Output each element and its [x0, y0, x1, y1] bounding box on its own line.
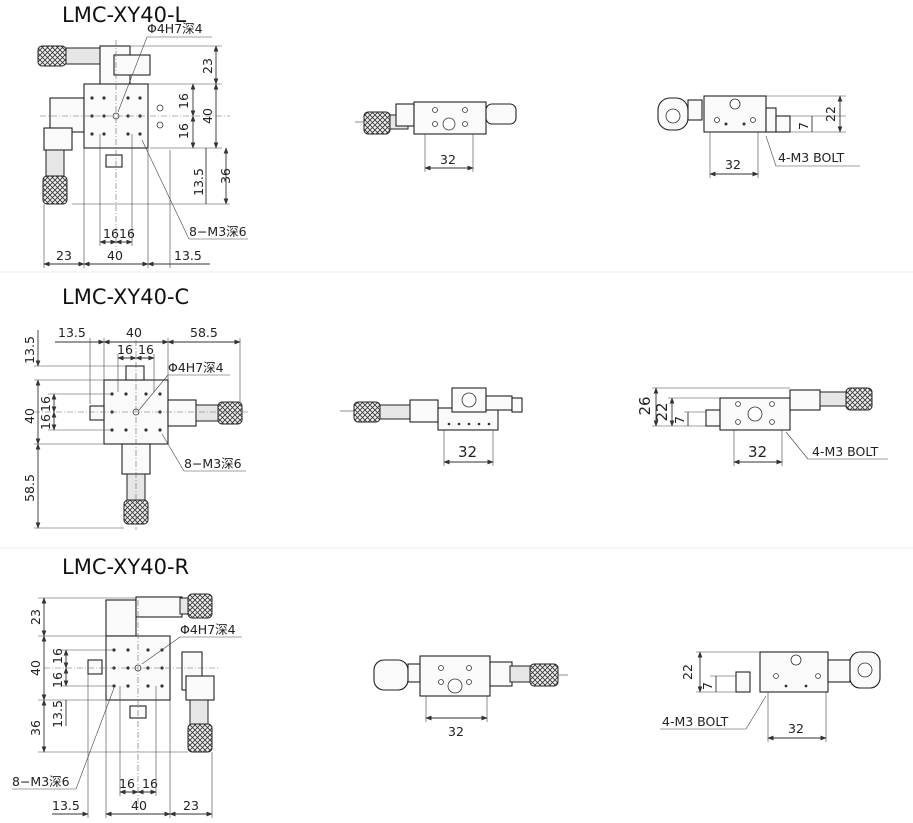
- dim-label: 16: [142, 776, 158, 791]
- dim-label: 26: [636, 396, 654, 415]
- dim-label: 22: [823, 106, 838, 122]
- micrometer-thimble: [187, 593, 213, 619]
- dim-label: 13.5: [191, 168, 206, 196]
- dim-label: 32: [748, 443, 767, 461]
- model-title: LMC-XY40-R: [62, 555, 189, 579]
- dim-label: 13.5: [50, 700, 65, 728]
- front-view: 32: [373, 655, 568, 739]
- model-title: LMC-XY40-L: [62, 3, 187, 27]
- dim-label: 32: [458, 443, 477, 461]
- dim-label: 36: [218, 168, 233, 184]
- section-lmc-xy40-c: LMC-XY40-C: [22, 285, 888, 530]
- micrometer-barrel: [65, 47, 105, 65]
- dim-label: 58.5: [190, 325, 218, 340]
- dim-label: 36: [28, 720, 43, 736]
- side-view: 22 7 32 4-M3 BOLT: [660, 651, 881, 742]
- dim-label: 22: [680, 664, 695, 680]
- bolt-note: 4-M3 BOLT: [778, 150, 845, 165]
- dim-label: 7: [672, 416, 687, 424]
- dim-label: 16: [138, 342, 154, 357]
- micrometer-barrel: [45, 149, 65, 179]
- dim-label: 16: [103, 226, 119, 241]
- dim-label: 16: [38, 414, 53, 430]
- dim-label: 23: [56, 248, 72, 263]
- dim-label: 23: [28, 609, 43, 625]
- micrometer-bracket: [113, 54, 151, 76]
- side-bracket: [49, 97, 85, 133]
- mounting-holes: [90, 96, 164, 136]
- micrometer-bracket: [135, 596, 183, 618]
- front-view: 32: [355, 101, 517, 172]
- micrometer-thimble: [42, 175, 68, 205]
- tap-note: 8−M3深6: [184, 456, 242, 471]
- dim-label: 22: [653, 402, 671, 421]
- tap-note: 8−M3深6: [12, 774, 70, 789]
- dim-label: 32: [725, 157, 741, 172]
- dim-label: 40: [126, 325, 142, 340]
- section-lmc-xy40-r: LMC-XY40-R: [12, 555, 881, 818]
- micrometer-thimble: [187, 723, 213, 753]
- dim-label: 40: [22, 408, 37, 424]
- dim-label: 40: [200, 108, 215, 124]
- dim-label: 32: [448, 724, 464, 739]
- dim-label: 16: [50, 648, 65, 664]
- dim-label: 16: [50, 672, 65, 688]
- dim-label: 40: [131, 798, 147, 813]
- dim-label: 16: [38, 396, 53, 412]
- lock-screw: [125, 365, 145, 381]
- bolt-note: 4-M3 BOLT: [662, 714, 729, 729]
- dim-label: 40: [28, 660, 43, 676]
- section-lmc-xy40-l: LMC-XY40-L: [37, 3, 860, 268]
- top-view: 23 16 40 16 13.5 36 Φ4H7深4 8−M3深6: [37, 21, 248, 268]
- micrometer-thimble: [217, 401, 243, 425]
- dim-label: 13.5: [174, 248, 202, 263]
- tap-note: 8−M3深6: [189, 224, 247, 239]
- dim-label: 7: [700, 682, 715, 690]
- dim-label: 13.5: [58, 325, 86, 340]
- side-view: 26 22 7 32 4-M3 BOLT: [636, 387, 888, 466]
- hole-note: Φ4H7深4: [147, 21, 203, 36]
- dim-label: 32: [788, 721, 804, 736]
- hole-note: Φ4H7深4: [168, 360, 224, 375]
- hole-note: Φ4H7深4: [180, 622, 236, 637]
- dim-label: 23: [200, 58, 215, 74]
- dim-label: 40: [107, 248, 123, 263]
- dim-label: 23: [183, 798, 199, 813]
- micrometer-thimble: [37, 45, 67, 67]
- dim-label: 16: [119, 226, 135, 241]
- top-view: 13.5 40 58.5 16 16 13.5 16 40 16 58.5 Φ4…: [22, 325, 248, 530]
- dim-label: 13.5: [52, 798, 80, 813]
- dim-label: 58.5: [22, 474, 37, 502]
- model-title: LMC-XY40-C: [62, 285, 189, 309]
- dim-label: 16: [119, 776, 135, 791]
- dim-label: 16: [176, 123, 191, 139]
- dim-label: 16: [117, 342, 133, 357]
- front-view: 32: [340, 387, 523, 466]
- micrometer-bracket: [105, 599, 137, 637]
- side-view: 22 7 32 4-M3 BOLT: [657, 95, 860, 178]
- dim-label: 13.5: [22, 336, 37, 364]
- side-bracket: [43, 127, 73, 151]
- dim-label: 32: [440, 152, 456, 167]
- dim-label: 7: [796, 122, 811, 130]
- top-view: 23 40 16 16 13.5 36 Φ4H7深4 8−M3深6: [12, 593, 242, 818]
- bolt-note: 4-M3 BOLT: [812, 444, 879, 459]
- dim-label: 16: [176, 93, 191, 109]
- lock-screw: [105, 154, 123, 168]
